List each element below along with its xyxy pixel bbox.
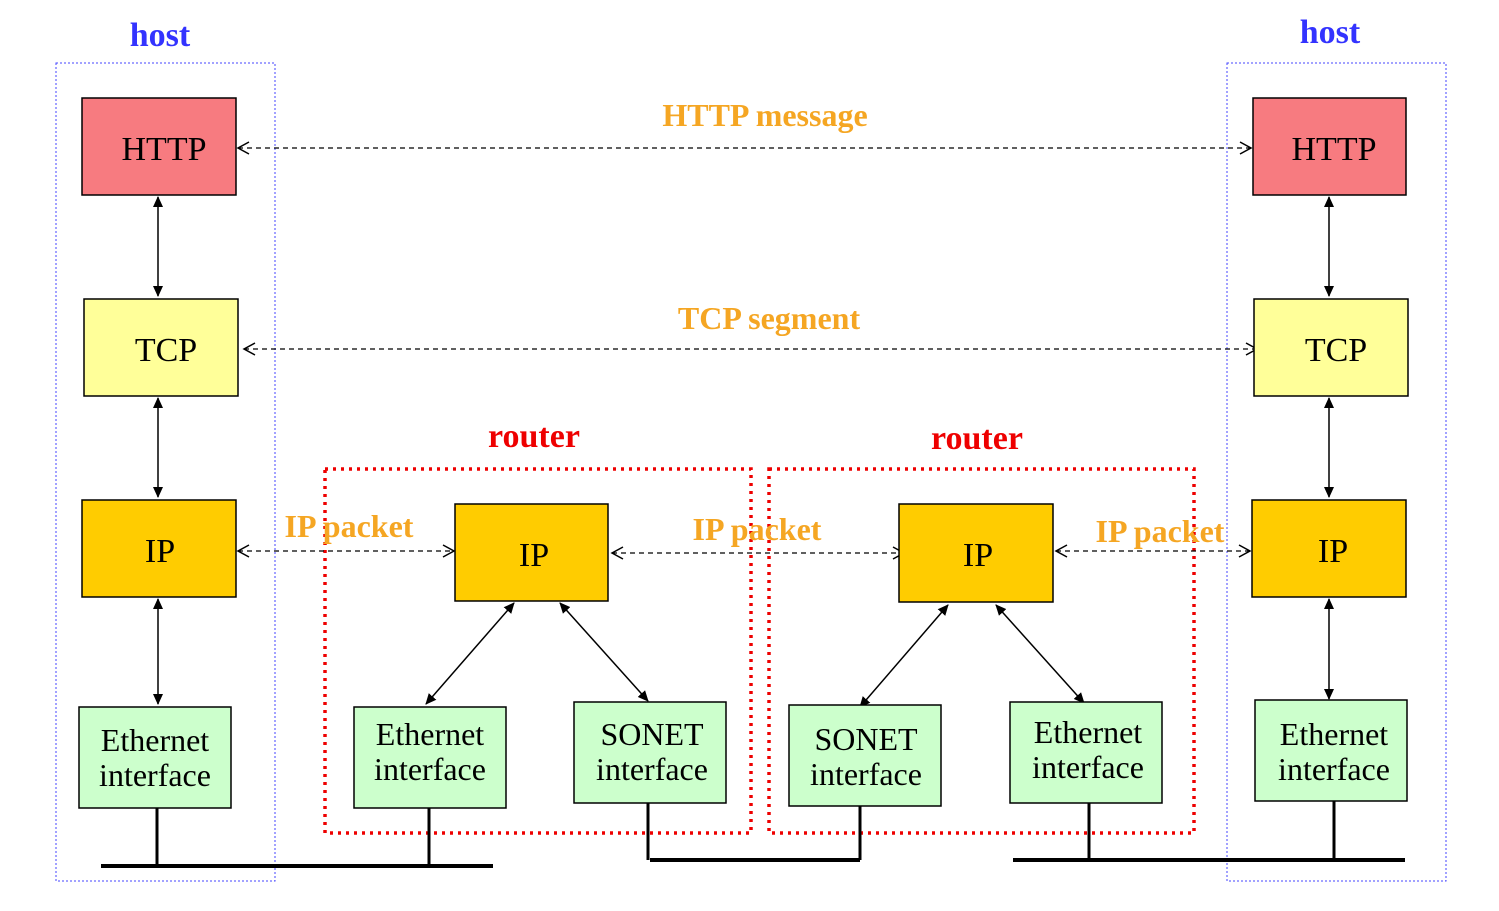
r2-ip-label: IP: [963, 537, 993, 574]
tcp-segment-label: TCP segment: [678, 300, 861, 336]
right-host-label: host: [1300, 14, 1361, 51]
left-host-label: host: [130, 17, 191, 54]
r1-ip-sonet-arrow: [559, 602, 649, 702]
right-ip-label: IP: [1318, 533, 1348, 570]
r2-sonet-interface-box: SONET interface: [788, 704, 942, 807]
right-tcp-box: TCP: [1253, 298, 1409, 397]
r1-sonet-interface-box: SONET interface: [573, 701, 727, 804]
r2-iface-a-line2: interface: [810, 756, 922, 792]
r2-ip-eth-arrow: [995, 604, 1085, 704]
r2-ethernet-interface-box: Ethernet interface: [1009, 701, 1163, 804]
http-message-label: HTTP message: [662, 97, 867, 133]
r1-ethernet-interface-box: Ethernet interface: [353, 706, 507, 809]
left-http-label: HTTP: [122, 131, 207, 168]
left-http-box: HTTP: [81, 97, 237, 196]
right-ip-box: IP: [1251, 499, 1407, 598]
r1-iface-b-line2: interface: [596, 751, 708, 787]
right-iface-line2: interface: [1278, 751, 1390, 787]
left-ip-label: IP: [145, 533, 175, 570]
right-http-box: HTTP: [1252, 97, 1407, 196]
router-1-boundary: [323, 467, 753, 835]
r2-iface-b-line2: interface: [1032, 749, 1144, 785]
left-ip-box: IP: [81, 499, 237, 598]
ip-packet-label-2: IP packet: [693, 511, 822, 547]
r2-iface-a-line1: SONET: [814, 721, 918, 757]
right-tcp-label: TCP: [1305, 332, 1367, 369]
left-ethernet-interface-box: Ethernet interface: [78, 706, 232, 809]
left-tcp-label: TCP: [135, 332, 197, 369]
ip-packet-label-3: IP packet: [1096, 513, 1225, 549]
ip-packet-label-1: IP packet: [285, 508, 414, 544]
r1-ip-label: IP: [519, 537, 549, 574]
right-http-label: HTTP: [1292, 131, 1377, 168]
router-1-label: router: [488, 418, 580, 455]
router-2-label: router: [931, 420, 1023, 457]
left-iface-line1: Ethernet: [101, 722, 210, 758]
left-host-boundary: [55, 62, 276, 882]
right-ethernet-interface-box: Ethernet interface: [1254, 699, 1408, 802]
r1-ip-box: IP: [454, 503, 609, 602]
r1-iface-b-line1: SONET: [600, 716, 704, 752]
r1-iface-a-line1: Ethernet: [376, 716, 485, 752]
right-host-boundary: [1226, 62, 1447, 882]
left-iface-line2: interface: [99, 757, 211, 793]
r1-ip-eth-arrow: [425, 602, 515, 705]
r2-iface-b-line1: Ethernet: [1034, 714, 1143, 750]
router-2-boundary: [767, 467, 1196, 835]
r2-ip-sonet-arrow: [859, 604, 949, 708]
r1-iface-a-line2: interface: [374, 751, 486, 787]
left-tcp-box: TCP: [83, 298, 239, 397]
r2-ip-box: IP: [898, 503, 1054, 603]
right-iface-line1: Ethernet: [1280, 716, 1389, 752]
